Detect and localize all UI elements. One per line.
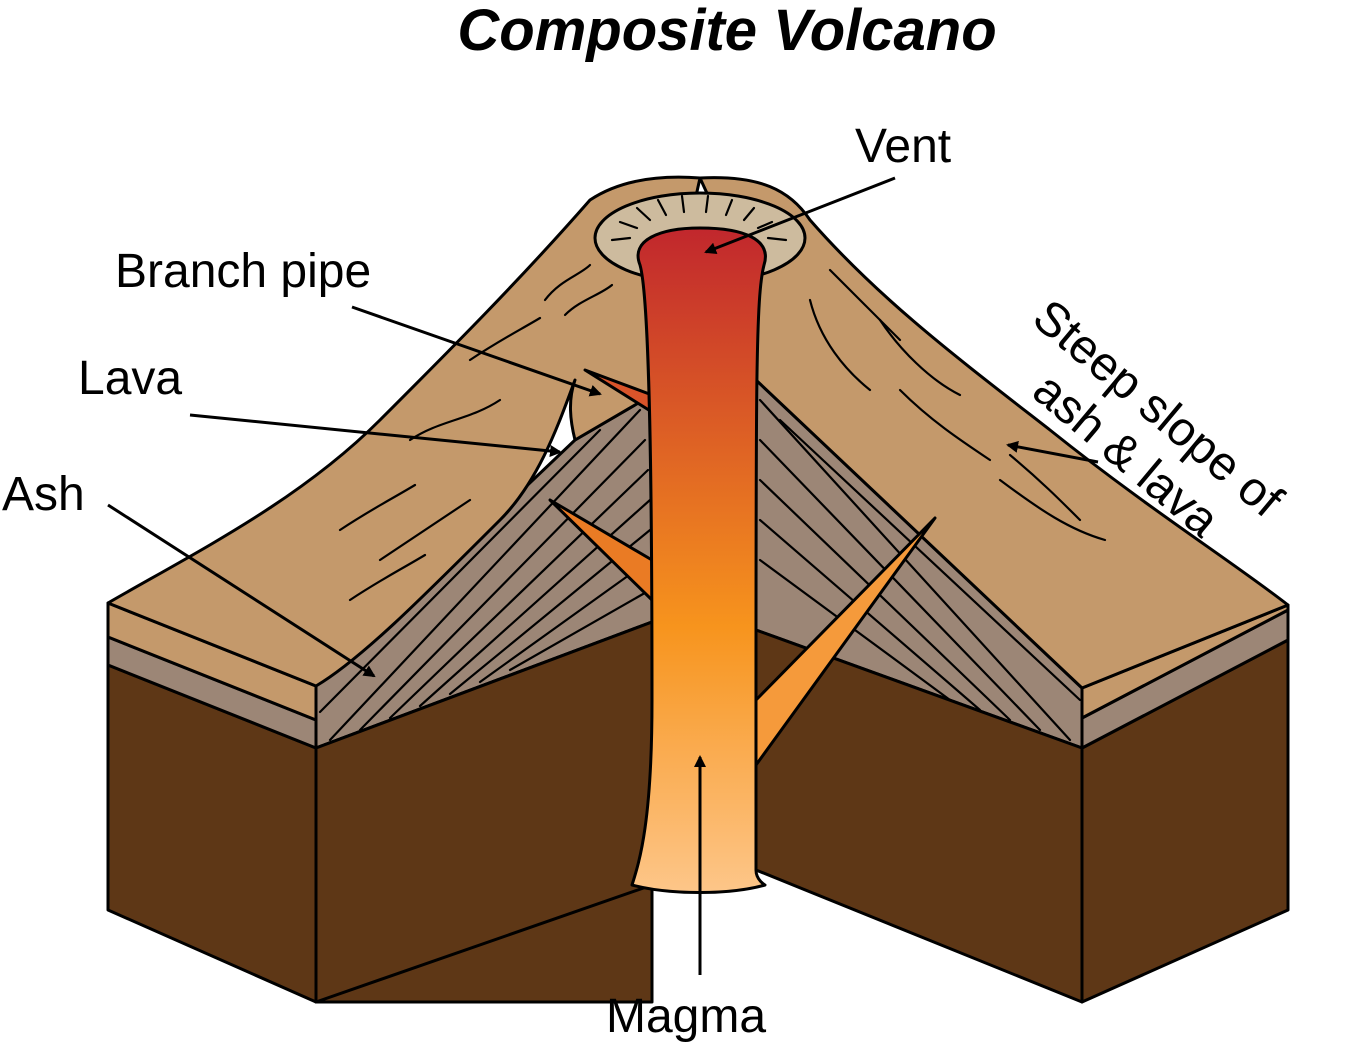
vent-label: Vent [855, 120, 951, 173]
lava-label: Lava [78, 352, 182, 405]
steep-slope-arrow [1006, 440, 1099, 464]
magma-label: Magma [606, 990, 766, 1043]
lava-arrow [189, 413, 562, 457]
branch-pipe-arrow [351, 305, 602, 397]
diagram-title: Composite Volcano [457, 0, 996, 63]
ash-arrow [107, 503, 376, 678]
right-slope-surface [698, 176, 1290, 690]
left-slope-surface [106, 175, 702, 688]
vent-arrow [704, 176, 896, 254]
slope-texture-lines [338, 263, 1107, 602]
crater-rim-ticks [610, 194, 788, 242]
magma-pipe [630, 226, 767, 894]
branch-pipe-label: Branch pipe [115, 245, 371, 298]
ash-label: Ash [2, 468, 85, 521]
